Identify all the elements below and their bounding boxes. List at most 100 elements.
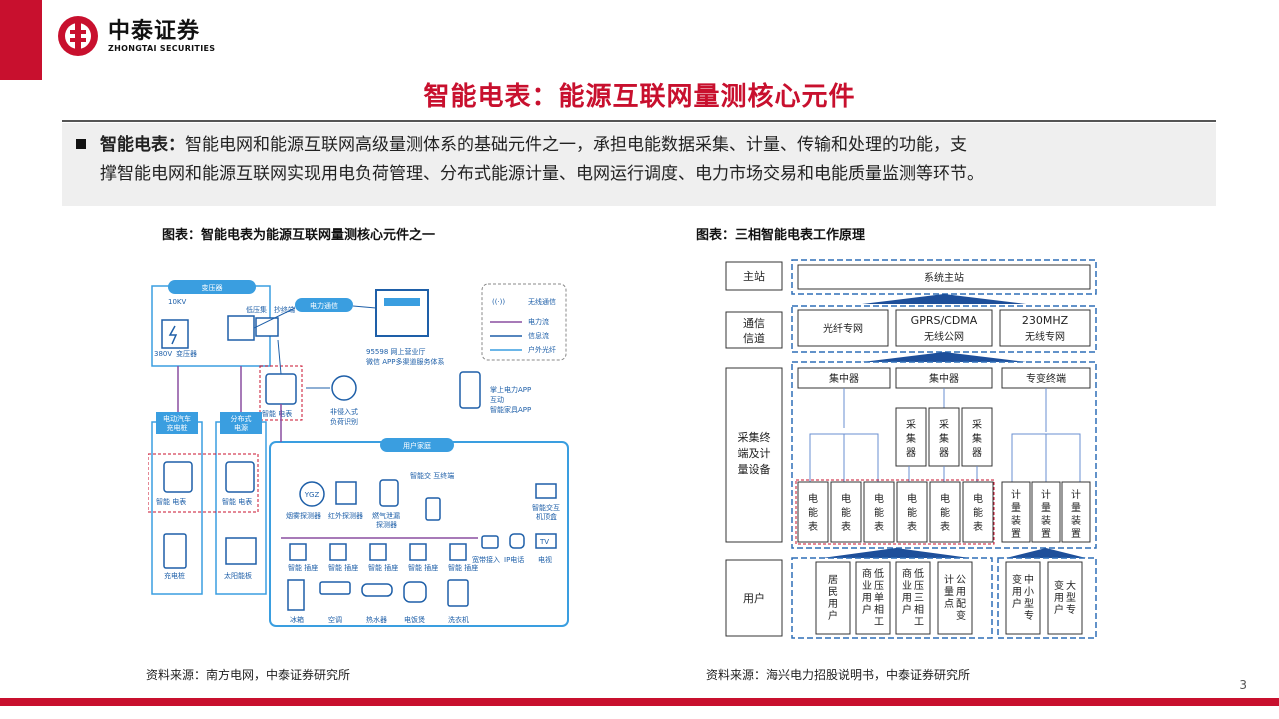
legend-wireless: 无线通信 [528, 297, 556, 306]
distributed-title-1: 分布式 [231, 414, 252, 423]
heater-label: 热水器 [366, 615, 387, 624]
hall-line-1: 95598 网上营业厅 [366, 347, 426, 356]
arrow-up-master [862, 294, 1026, 304]
power-flow-lines [177, 366, 478, 539]
meter-2-char-2: 能 [841, 506, 851, 519]
bottom-brand-bar [0, 698, 1279, 706]
voltage-10kv: 10KV [168, 298, 186, 306]
fiber-box [797, 309, 889, 347]
ac-icon [319, 581, 351, 595]
nonintrusive-label-2: 负荷识别 [330, 417, 358, 426]
meter-3-char-1: 电 [874, 492, 884, 505]
app-line-3: 智能家具APP [490, 405, 531, 414]
comm-label: 电力通信 [310, 301, 338, 310]
ev-title-2: 充电桩 [167, 423, 188, 432]
infrared-detector-icon [335, 481, 357, 505]
row-comm-label-1: 通信 [743, 317, 765, 330]
row-collect-box [725, 367, 783, 543]
meter-1-char-2: 能 [808, 506, 818, 519]
gprs-label-1: GPRS/CDMA [911, 314, 978, 327]
row-master-label: 主站 [743, 269, 765, 283]
wifi-icon: ((·)) [492, 298, 505, 306]
user-public-box [937, 561, 973, 635]
meter-3-char-2: 能 [874, 506, 884, 519]
transformer-title: 变压器 [202, 283, 223, 292]
gprs-box [895, 309, 993, 347]
user-labels: 居民用户低压单相工商业用户低压三相工商业用户公用配变计量点中小型专变用户大型专变… [828, 567, 1076, 628]
device-1-char-4: 置 [1011, 528, 1021, 540]
home-header [380, 438, 454, 452]
meter-box-3 [863, 481, 895, 543]
company-logo: 中泰证券 ZHONGTAI SECURITIES [56, 14, 215, 58]
user-large-label: 大型专变用户 [1054, 579, 1076, 616]
left-figure-title: 图表：智能电表为能源互联网量测核心元件之一 [162, 228, 436, 243]
title-divider [62, 120, 1216, 122]
device-1-char-2: 量 [1011, 502, 1021, 514]
socket-label-5: 智能 插座 [448, 563, 478, 572]
arrow-up-user-left [822, 548, 970, 558]
right-figure-title: 图表：三相智能电表工作原理 [696, 228, 866, 243]
device-box-3 [1061, 481, 1091, 543]
meter-2-char-3: 表 [841, 520, 851, 533]
solar-label: 太阳能板 [224, 571, 252, 580]
meter-4-char-3: 表 [907, 520, 917, 533]
summary-line-2: 撑智能电网和能源互联网实现用电负荷管理、分布式能源计量、电网运行调度、电力市场交… [100, 164, 984, 184]
device-3-char-4: 置 [1071, 528, 1081, 540]
user-three-box [895, 561, 931, 635]
socket-icon-4 [409, 543, 427, 561]
solar-panel-icon [225, 537, 257, 565]
row-comm-box [725, 311, 783, 349]
socket-label-4: 智能 插座 [408, 563, 438, 572]
distributed-zone [215, 421, 267, 595]
right-figure-source: 资料来源：海兴电力招股说明书，中泰证券研究所 [706, 668, 971, 682]
phone-icon [459, 371, 481, 409]
collector-1-char-3: 器 [906, 447, 916, 459]
service-hall-icon [375, 289, 429, 337]
meter-1-char-1: 电 [808, 492, 818, 505]
terminal-label: 抄终端 [274, 305, 295, 314]
collector-2-char-1: 采 [939, 419, 949, 431]
special-terminal-label: 专变终端 [1026, 372, 1066, 385]
user-small-label: 中小型专变用户 [1012, 573, 1034, 622]
meter-6-char-3: 表 [973, 520, 983, 533]
smoke-detector-icon [299, 481, 325, 507]
concentrator-label-1: 集中器 [829, 372, 859, 385]
distributed-header [220, 412, 262, 434]
device-labels: 计 量 装 置 计 量 装 置 计 量 装 置 [1011, 488, 1081, 540]
fridge-label: 冰箱 [290, 615, 304, 624]
ev-header [156, 412, 198, 434]
gprs-label-2: 无线公网 [924, 330, 964, 343]
socket-label-2: 智能 插座 [328, 563, 358, 572]
washer-icon [447, 579, 469, 607]
logo-chinese-name: 中泰证券 [108, 18, 201, 44]
legend-info: 信息流 [528, 331, 549, 340]
app-line-2: 互动 [490, 395, 504, 404]
smoke-label: 烟雾探测器 [286, 511, 321, 520]
transformer-caption: 变压器 [176, 349, 197, 358]
lightning-icon [168, 325, 178, 345]
set-top-box-icon [535, 483, 557, 499]
set-top-box-label-2: 机顶盒 [536, 512, 557, 521]
device-box-2 [1031, 481, 1061, 543]
collector-box-1 [895, 407, 927, 467]
smart-meter-icon [265, 373, 297, 405]
transformer-icon [161, 319, 189, 349]
charger-label: 充电桩 [164, 571, 185, 580]
fiber-label: 光纤专网 [823, 322, 863, 335]
cooker-label: 电饭煲 [404, 615, 425, 624]
user-single-box [855, 561, 891, 635]
summary-text-1: 智能电网和能源互联网高级量测体系的基础元件之一，承担电能数据采集、计量、传输和处… [185, 135, 967, 155]
meter-4-char-1: 电 [907, 492, 917, 505]
logo-english-name: ZHONGTAI SECURITIES [108, 43, 216, 53]
meter-links [809, 433, 1081, 482]
nonintrusive-label-1: 非侵入式 [330, 407, 358, 416]
user-band-left [791, 557, 993, 639]
device-1-char-1: 计 [1011, 488, 1021, 501]
mhz-label-2: 无线专网 [1025, 330, 1065, 343]
fridge-icon [287, 579, 305, 611]
interact-terminal-icon [425, 497, 441, 521]
collector-3-char-1: 采 [972, 419, 982, 431]
device-2-char-1: 计 [1041, 488, 1051, 501]
row-collect-label-2: 端及计 [738, 447, 771, 460]
collector-box-3 [961, 407, 993, 467]
